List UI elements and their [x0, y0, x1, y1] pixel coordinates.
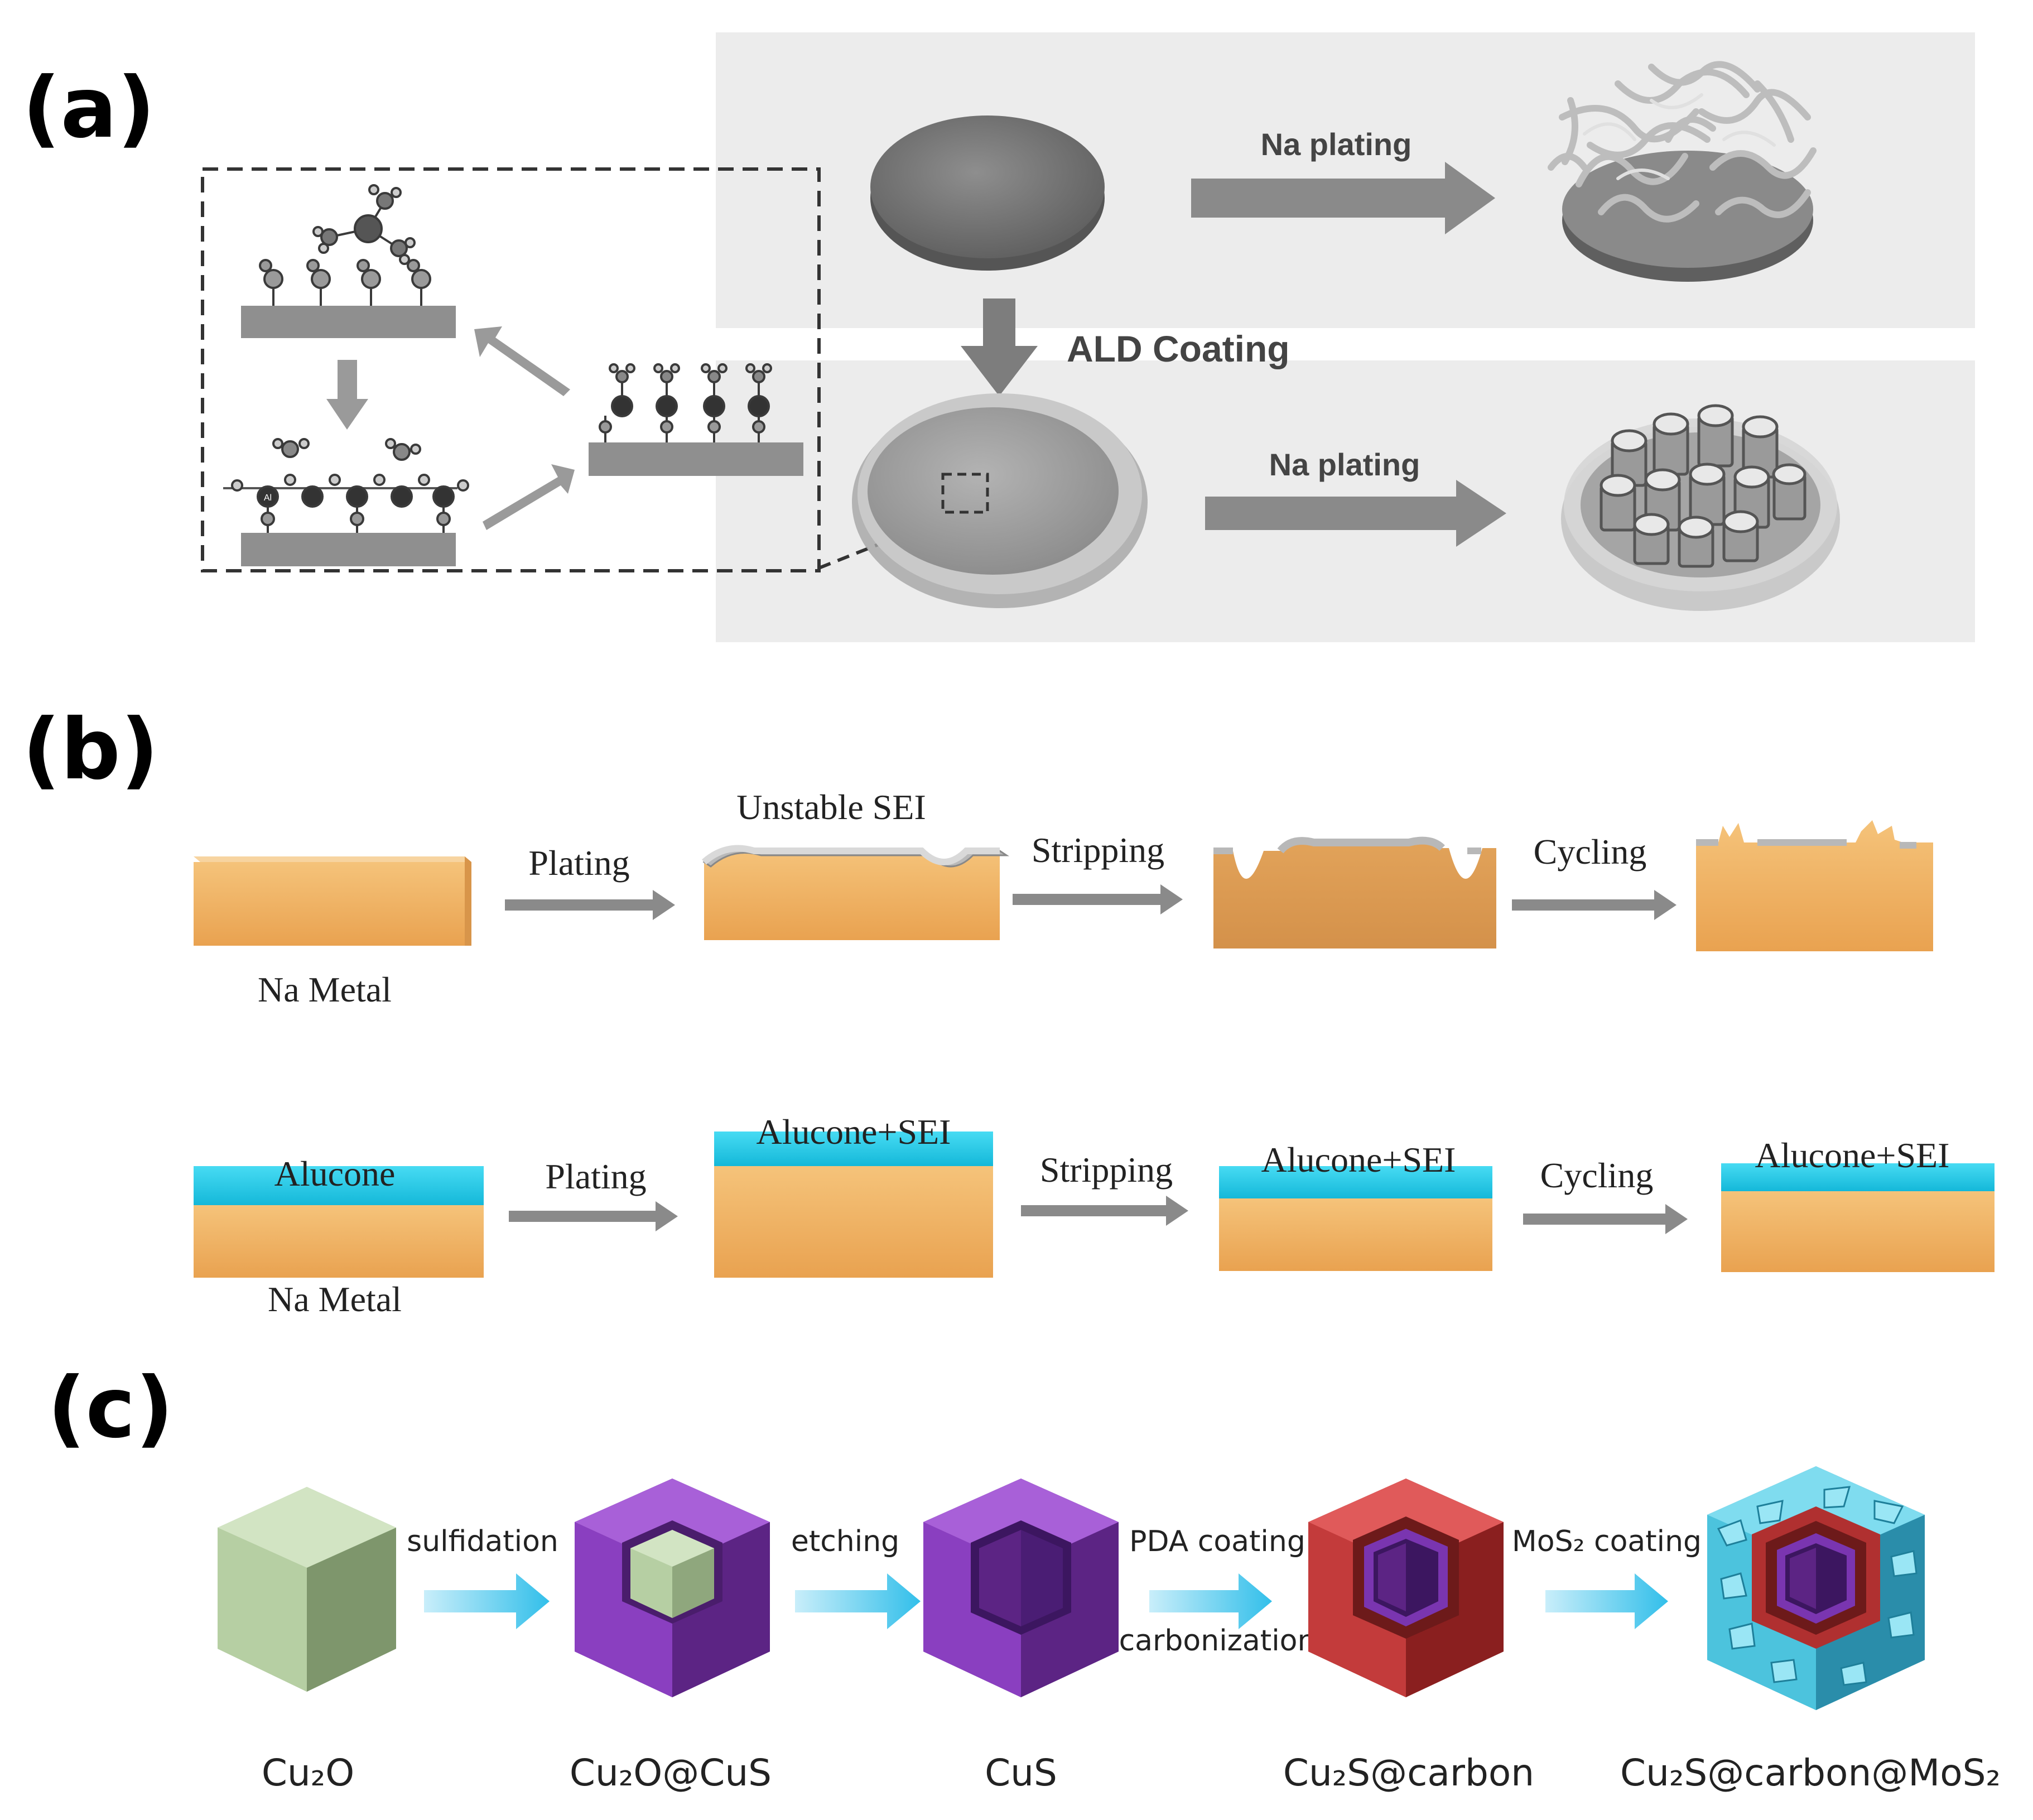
- cycling-arrow-row1: [1512, 890, 1676, 920]
- stripping-arrow-row2: [1021, 1196, 1188, 1226]
- cycling-arrow-row2: [1523, 1204, 1688, 1234]
- cu2o-cube: [218, 1487, 396, 1692]
- na-metal-label-row2: Na Metal: [268, 1279, 402, 1319]
- na-with-unstable-sei-block: [702, 845, 1009, 940]
- cu2o-label: Cu₂O: [262, 1751, 354, 1794]
- pda-coating-arrow: [1149, 1573, 1272, 1629]
- panel-b-label: (b): [22, 701, 158, 798]
- coated-na-disk: [852, 393, 1148, 608]
- cycling-label-row2: Cycling: [1540, 1155, 1654, 1195]
- cycling-label-row1: Cycling: [1534, 832, 1647, 872]
- plating-arrow-row2: [509, 1201, 678, 1231]
- na-metal-block: [194, 856, 471, 946]
- top-na-plating-label: Na plating: [1261, 127, 1412, 162]
- na-metal-label-row1: Na Metal: [258, 970, 392, 1009]
- etching-arrow: [795, 1573, 921, 1629]
- plating-label-row1: Plating: [528, 843, 629, 883]
- substrate-oh-terminated: [241, 184, 456, 338]
- alucone-label: Alucone: [274, 1154, 396, 1193]
- cycled-na-block: [1696, 820, 1933, 951]
- cycled-alucone-na-block: [1721, 1163, 1995, 1272]
- row-alucone-na: Alucone Na Metal Plating Alucone+SEI Str…: [194, 1112, 1995, 1319]
- mos2-flakes: [1717, 1486, 1918, 1686]
- stripping-label-row2: Stripping: [1040, 1150, 1173, 1190]
- plating-label-row2: Plating: [545, 1157, 646, 1196]
- unstable-sei-label: Unstable SEI: [736, 787, 926, 827]
- alucone-sei-label-1: Alucone+SEI: [757, 1112, 951, 1152]
- alucone-sei-label-3: Alucone+SEI: [1755, 1135, 1950, 1175]
- substrate-methyl-terminated: [589, 363, 803, 476]
- cu2o-cus-cube: [575, 1479, 770, 1697]
- panel-a-label: (a): [22, 60, 155, 157]
- stripping-label-row1: Stripping: [1032, 830, 1164, 870]
- ald-mechanism-inset: [201, 167, 821, 572]
- cu2s-carbon-cube: [1308, 1479, 1504, 1697]
- panel-a: (a): [22, 32, 1975, 642]
- alucone-coated-na-block: [194, 1166, 484, 1278]
- alucone-sei-label-2: Alucone+SEI: [1261, 1140, 1456, 1179]
- dendrite-dish: [1548, 61, 1817, 282]
- plating-arrow-row1: [505, 890, 675, 920]
- pda-coating-label: PDA coating: [1129, 1525, 1305, 1558]
- zoom-region-box: [941, 473, 989, 514]
- cus-hollow-cube: [923, 1479, 1119, 1697]
- sulfidation-label: sulfidation: [407, 1525, 558, 1558]
- cu2o-cus-label: Cu₂O@CuS: [570, 1751, 772, 1794]
- columnar-na-dish: [1561, 404, 1840, 611]
- tma-molecule: [312, 184, 416, 265]
- stripped-na-block: [1213, 836, 1496, 948]
- panel-b: (b) Na Metal Plating Unstable SEI Stri: [22, 701, 1995, 1319]
- mos2-coating-arrow: [1545, 1573, 1668, 1629]
- inset-cycle-arrows: [326, 326, 575, 530]
- plated-alucone-na-block: [714, 1132, 993, 1278]
- ald-coating-label: ALD Coating: [1067, 328, 1290, 369]
- row-bare-na: Na Metal Plating Unstable SEI Stripping: [194, 787, 1933, 1009]
- ald-coating-arrow: [961, 298, 1038, 396]
- bare-na-disk: [870, 115, 1105, 271]
- substrate-al-terminated: Al: [223, 438, 469, 566]
- bottom-na-plating-arrow: [1205, 480, 1506, 547]
- al-atom-label: Al: [264, 493, 272, 503]
- mos2-coating-label: MoS₂ coating: [1512, 1525, 1702, 1558]
- sulfidation-arrow: [424, 1573, 550, 1629]
- top-na-plating-arrow: [1191, 162, 1495, 234]
- panel-c-label: (c): [47, 1360, 174, 1457]
- carbonization-label: carbonization: [1119, 1624, 1316, 1658]
- etching-label: etching: [791, 1525, 899, 1558]
- cu2s-carbon-label: Cu₂S@carbon: [1283, 1751, 1534, 1794]
- cu2s-carbon-mos2-cube: [1707, 1466, 1925, 1710]
- cus-label: CuS: [985, 1751, 1057, 1794]
- stripped-alucone-na-block: [1219, 1166, 1492, 1271]
- stripping-arrow-row1: [1013, 884, 1183, 914]
- panel-c: (c) sulfidation etching: [47, 1360, 2001, 1794]
- cu2s-carbon-mos2-label: Cu₂S@carbon@MoS₂: [1620, 1751, 2001, 1794]
- bottom-na-plating-label: Na plating: [1269, 447, 1420, 482]
